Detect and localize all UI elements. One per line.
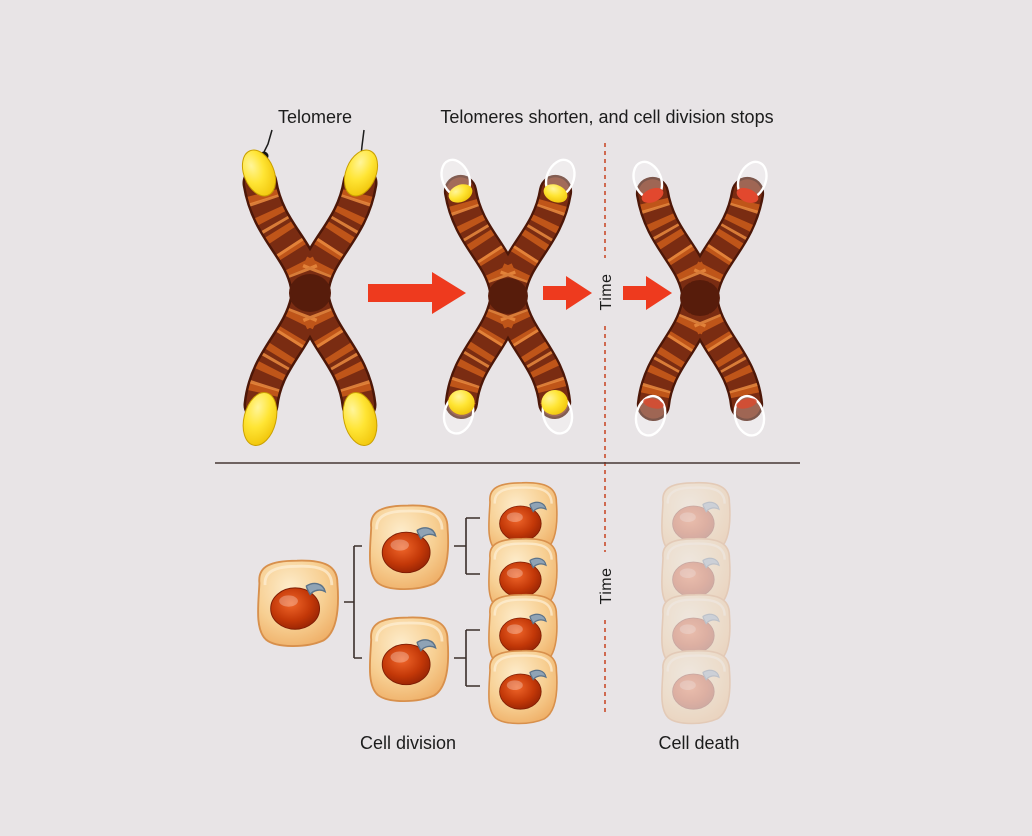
granddaughter-cell-4-icon	[487, 649, 559, 725]
centromere	[680, 279, 720, 317]
time-axis: Time Time	[598, 143, 615, 712]
division-connectors	[344, 517, 480, 687]
progression-arrow-small-left-icon	[543, 276, 592, 310]
daughter-cell-bottom-icon	[368, 616, 450, 703]
telomere-label: Telomere	[278, 107, 352, 127]
parent-cell-icon	[256, 559, 340, 648]
cell-death-group	[660, 481, 732, 725]
progression-arrow-small-right-icon	[623, 276, 672, 310]
time-label-top: Time	[598, 274, 615, 311]
telomere-caps-long	[241, 149, 379, 446]
telomere-caps-shortened	[440, 158, 576, 435]
chromosome-shortened	[440, 158, 576, 435]
cell-division-label: Cell division	[360, 733, 456, 753]
diagram-title: Telomeres shorten, and cell division sto…	[440, 107, 773, 127]
progression-arrow-large-icon	[368, 272, 466, 314]
cell-death-label: Cell death	[658, 733, 739, 753]
telomere-caps-critical	[632, 160, 768, 437]
chromosome-healthy	[241, 149, 379, 446]
daughter-cell-top-icon	[368, 504, 450, 591]
centromere	[289, 274, 331, 312]
centromere	[488, 277, 528, 315]
time-label-bottom: Time	[598, 568, 615, 605]
dying-cell-4-icon	[660, 649, 732, 725]
chromosome-critical	[632, 160, 768, 437]
